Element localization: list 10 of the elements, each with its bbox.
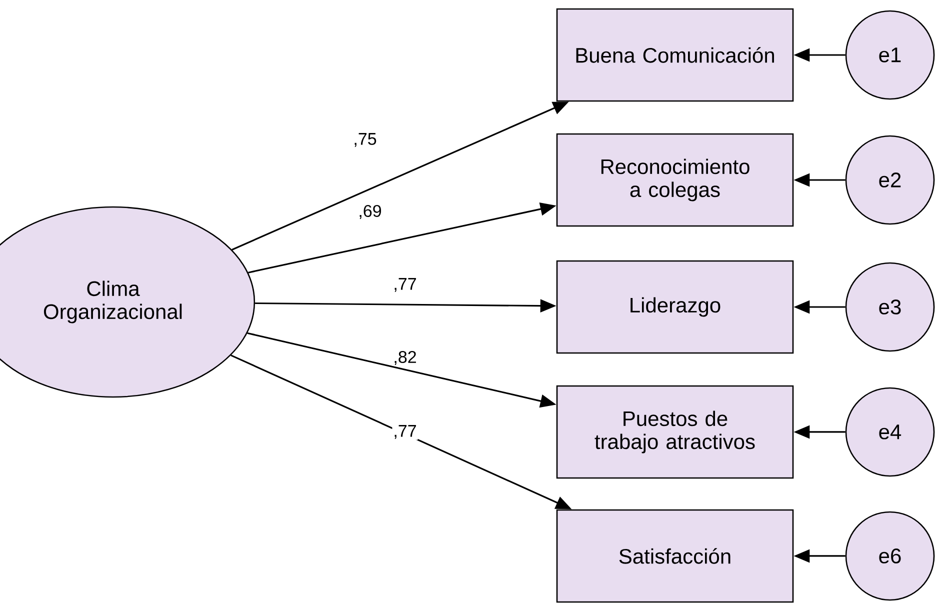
edge-label: ,75 (352, 132, 378, 148)
observed-variable-box: Liderazgo (556, 260, 794, 354)
observed-variable-box: Puestos de trabajo atractivos (556, 385, 794, 479)
observed-variable-box: Reconocimiento a colegas (556, 133, 794, 227)
edge-label: ,77 (392, 277, 418, 293)
observed-variable-box: Buena Comunicación (556, 8, 794, 102)
observed-variable-box: Satisfacción (556, 509, 794, 603)
edge-label: ,69 (357, 204, 383, 220)
edge-label: ,77 (392, 424, 418, 440)
edge-label: ,82 (392, 350, 418, 366)
